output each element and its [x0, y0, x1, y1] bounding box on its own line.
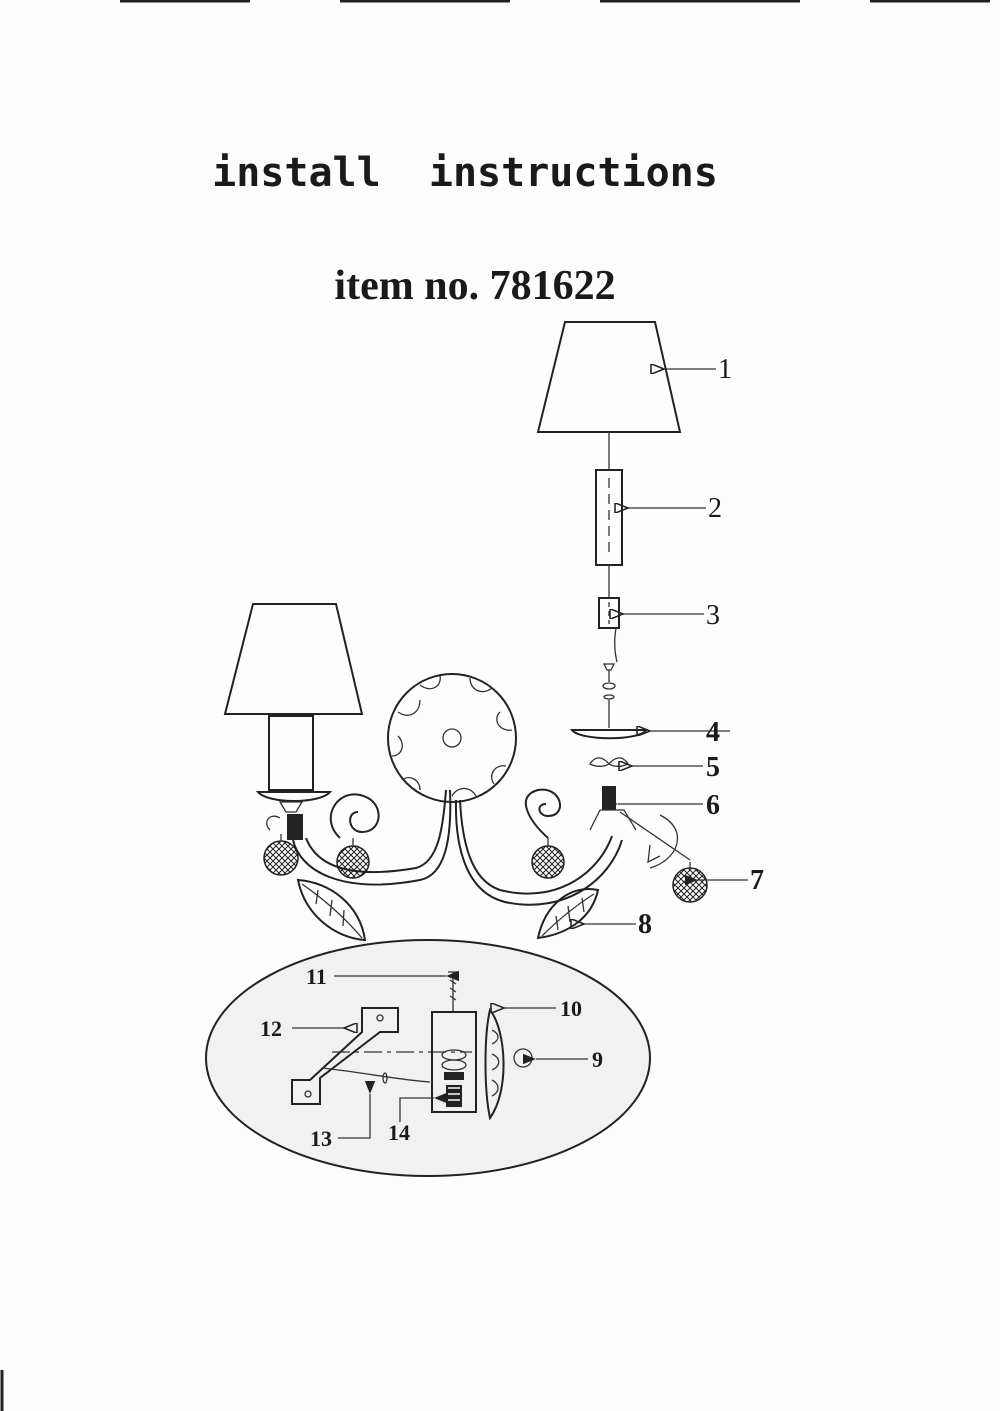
callout-14: 14 [388, 1120, 410, 1145]
detail-leaders [292, 970, 588, 1139]
item-number: item no. 781622 [334, 263, 616, 309]
mounting-detail [205, 939, 651, 1177]
candle-sleeve [595, 469, 623, 598]
page-title: install instructions [212, 150, 718, 196]
lampshade-exploded [536, 321, 682, 470]
callout-11: 11 [306, 964, 327, 989]
left-scroll [329, 793, 380, 839]
left-arm-assembled [223, 603, 452, 942]
callout-4: 4 [706, 717, 720, 748]
callout-5: 5 [706, 752, 720, 783]
callout-2: 2 [708, 493, 722, 524]
callout-7: 7 [750, 865, 764, 896]
wall-canopy [387, 673, 517, 803]
callout-8: 8 [638, 909, 652, 940]
callout-3: 3 [706, 600, 720, 631]
callout-6: 6 [706, 790, 720, 821]
callout-9: 9 [592, 1047, 603, 1072]
callout-1: 1 [718, 354, 732, 385]
callout-12: 12 [260, 1016, 282, 1041]
callout-10: 10 [560, 996, 582, 1021]
drip-pan [570, 729, 648, 740]
right-arm-assembled [454, 786, 708, 940]
petal-ring [589, 757, 629, 767]
callout-13: 13 [310, 1126, 332, 1151]
callout-leaders [584, 369, 748, 924]
lamp-socket [598, 597, 620, 728]
